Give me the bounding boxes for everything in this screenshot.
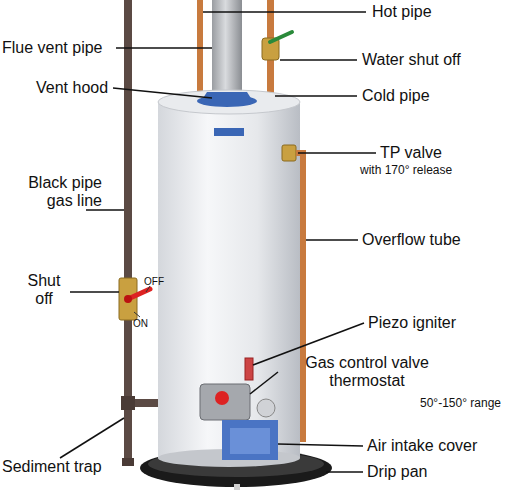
leader-line: [60, 418, 124, 458]
gas-control-valve: [200, 384, 250, 420]
part-label: Air intake cover: [367, 437, 477, 455]
part-label: TP valve: [380, 144, 442, 162]
overflow-tube: [296, 153, 303, 442]
leader-line: [203, 11, 366, 13]
part-label: Vent hood: [36, 79, 108, 97]
tp-valve: [282, 145, 296, 161]
leader-line: [298, 152, 376, 154]
leader-line: [280, 59, 357, 61]
flue-vent-pipe: [212, 0, 242, 94]
part-label: Hot pipe: [372, 3, 432, 21]
hot-pipe: [197, 0, 203, 104]
tank-body: [158, 102, 300, 458]
part-label: Overflow tube: [362, 231, 461, 249]
leader-line: [326, 471, 363, 473]
part-label: Piezo igniter: [368, 314, 456, 332]
part-label: Drip pan: [367, 463, 427, 481]
part-label: OFF: [144, 276, 164, 288]
part-label: Flue vent pipe: [2, 39, 103, 57]
part-label: Water shut off: [362, 51, 461, 69]
sight-port: [257, 399, 275, 417]
piezo-igniter: [245, 358, 253, 380]
leader-line: [278, 444, 363, 446]
leader-line: [250, 372, 278, 394]
part-label: with 170° release: [360, 163, 452, 177]
leader-line: [86, 209, 124, 211]
part-label: Black pipe gas line: [2, 174, 102, 210]
leader-line: [306, 239, 358, 241]
gas-shutoff-valve: [119, 278, 137, 320]
air-intake-panel: [230, 428, 270, 454]
part-label: Shut off: [18, 272, 70, 308]
leader-line: [70, 291, 119, 293]
leader-line: [116, 47, 212, 49]
part-label: Gas control valve thermostat: [282, 354, 452, 390]
part-label: 50°-150° range: [420, 396, 501, 410]
part-label: Cold pipe: [362, 87, 430, 105]
valve-handle: [270, 32, 292, 42]
part-label: ON: [133, 318, 148, 330]
valve-stem: [124, 295, 132, 303]
air-intake-cover: [222, 420, 278, 460]
on-arrow: [134, 312, 140, 317]
drain-plug: [234, 484, 240, 490]
leader-line: [113, 88, 212, 98]
part-label: Sediment trap: [2, 458, 102, 476]
sediment-cap: [122, 458, 134, 466]
tank-top: [158, 90, 300, 114]
leader-line: [275, 95, 357, 97]
control-knob: [215, 391, 229, 405]
brand-plate: [214, 128, 244, 136]
tee-fitting: [121, 396, 135, 410]
